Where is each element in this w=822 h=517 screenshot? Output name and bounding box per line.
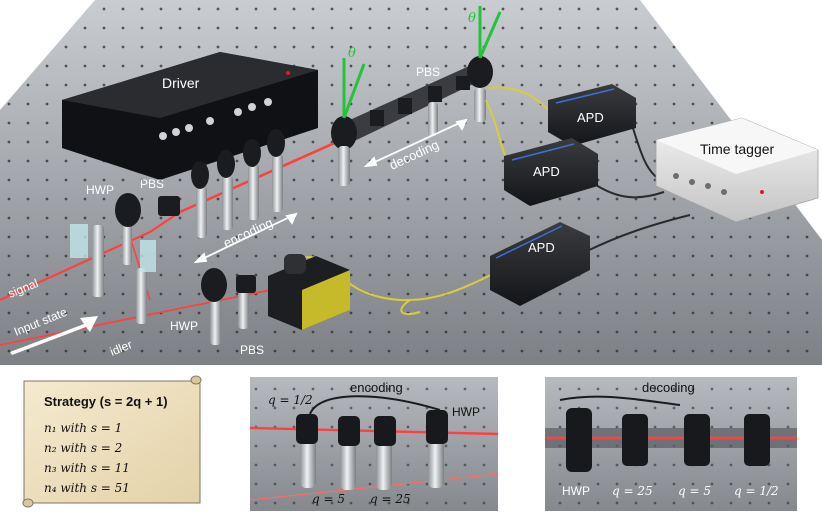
fiber-coupler (268, 254, 350, 330)
apd-3 (490, 222, 590, 306)
decoding-inset-title: decoding (642, 380, 695, 395)
time-tagger-label: Time tagger (700, 141, 775, 157)
hwp-bottom-label: HWP (170, 319, 198, 333)
strategy-scroll (22, 375, 202, 508)
pbs-bottom-label: PBS (240, 343, 264, 357)
decoding-arrow (363, 118, 468, 168)
theta-label-1: θ (348, 46, 356, 61)
apd-1-label: APD (577, 110, 604, 125)
apd-3-label: APD (528, 240, 555, 255)
theta-indicator-1 (342, 58, 366, 119)
strategy-line-3: n₃ with s = 11 (44, 461, 130, 475)
decoding-inset-hwp: HWP (562, 484, 590, 498)
apd-1 (548, 84, 636, 146)
encoding-inset-hwp: HWP (452, 405, 480, 419)
decoding-inset-q-twentyfive: q = 25 (612, 484, 653, 498)
theta-indicator-2 (478, 6, 502, 59)
apd-2 (504, 138, 598, 206)
pbs-top-label: PBS (416, 65, 440, 79)
pbs-left-label: PBS (140, 177, 164, 191)
decoding-inset (545, 377, 797, 511)
apd-2-label: APD (533, 164, 560, 179)
input-state-arrow (10, 316, 98, 355)
decoding-rail (331, 56, 493, 186)
encoding-inset-q-twentyfive: q = 25 (370, 492, 411, 506)
encoding-arrow (193, 212, 298, 264)
strategy-line-2: n₂ with s = 2 (44, 441, 122, 455)
strategy-line-4: n₄ with s = 51 (44, 481, 130, 495)
encoding-inset-title: encoding (350, 380, 403, 395)
decoding-inset-q-five: q = 5 (678, 484, 711, 498)
encoding-inset-q-half: q = 1/2 (268, 393, 313, 407)
hwp-left-label: HWP (86, 183, 114, 197)
encoding-mounts (70, 129, 285, 345)
strategy-line-1: n₁ with s = 1 (44, 421, 122, 435)
encoding-inset-q-five: q = 5 (312, 492, 345, 506)
strategy-title: Strategy (s = 2q + 1) (44, 394, 168, 409)
theta-label-2: θ (468, 11, 476, 26)
driver-label: Driver (162, 75, 200, 91)
encoding-inset (249, 377, 499, 511)
time-tagger-box (655, 117, 819, 223)
decoding-inset-q-half: q = 1/2 (734, 484, 779, 498)
